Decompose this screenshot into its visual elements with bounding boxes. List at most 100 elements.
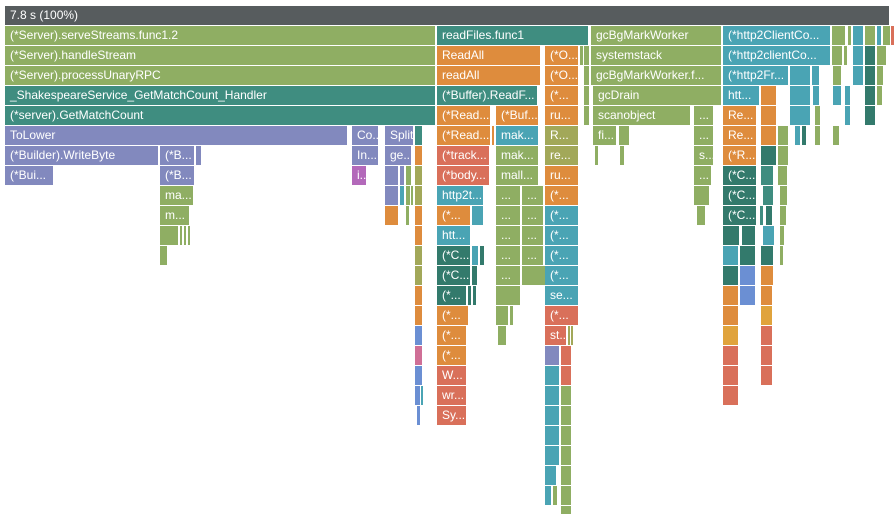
flame-frame[interactable]: ReadAll: [437, 45, 540, 65]
flame-frame[interactable]: [415, 285, 422, 305]
flame-frame[interactable]: (*Server).serveStreams.func1.2: [5, 25, 435, 45]
flame-frame[interactable]: re...: [545, 145, 578, 165]
flame-frame[interactable]: Re...: [723, 125, 756, 145]
flame-frame[interactable]: [761, 145, 776, 165]
flame-frame[interactable]: [723, 305, 738, 325]
flame-frame[interactable]: [584, 65, 589, 85]
flame-frame[interactable]: Re...: [723, 105, 756, 125]
flame-frame[interactable]: [877, 25, 881, 45]
flame-frame[interactable]: [411, 185, 413, 205]
flame-frame[interactable]: [406, 185, 410, 205]
flame-frame[interactable]: [545, 405, 559, 425]
flame-frame[interactable]: ...: [496, 185, 520, 205]
flame-frame[interactable]: [723, 285, 738, 305]
flame-frame[interactable]: [790, 105, 810, 125]
flame-frame[interactable]: Co...: [352, 125, 378, 145]
flame-frame[interactable]: [496, 285, 520, 305]
flame-frame[interactable]: [832, 25, 845, 45]
flame-frame[interactable]: (*...: [545, 305, 578, 325]
flame-frame[interactable]: [584, 85, 589, 105]
flame-frame[interactable]: (*...: [545, 225, 578, 245]
flame-frame[interactable]: [723, 265, 738, 285]
flame-frame[interactable]: [761, 165, 773, 185]
flame-frame[interactable]: [545, 345, 559, 365]
flame-frame[interactable]: [763, 225, 774, 245]
flame-frame[interactable]: [415, 205, 422, 225]
flame-frame[interactable]: [473, 285, 476, 305]
flame-frame[interactable]: [584, 45, 589, 65]
flame-frame[interactable]: [813, 85, 819, 105]
flame-frame[interactable]: [480, 245, 484, 265]
flame-frame[interactable]: [417, 405, 420, 425]
flame-frame[interactable]: ru...: [545, 105, 578, 125]
flame-frame[interactable]: [778, 165, 787, 185]
flame-frame[interactable]: [561, 465, 571, 485]
flame-frame[interactable]: [561, 385, 571, 405]
flame-frame[interactable]: [496, 305, 508, 325]
flame-frame[interactable]: [595, 145, 598, 165]
flame-frame[interactable]: [545, 365, 559, 385]
flame-frame[interactable]: ma...: [160, 185, 193, 205]
flame-frame[interactable]: htt...: [437, 225, 470, 245]
flame-frame[interactable]: [415, 305, 422, 325]
flame-frame[interactable]: [406, 165, 411, 185]
flame-frame[interactable]: [385, 205, 398, 225]
flame-frame[interactable]: [400, 165, 404, 185]
flame-frame[interactable]: (*C...: [723, 205, 756, 225]
flame-frame[interactable]: ge...: [385, 145, 411, 165]
flame-frame[interactable]: [406, 205, 409, 225]
flame-frame[interactable]: [545, 425, 559, 445]
flame-frame[interactable]: scanobject: [593, 105, 690, 125]
flame-frame[interactable]: [877, 85, 882, 105]
flame-frame[interactable]: ToLower: [5, 125, 347, 145]
flame-frame[interactable]: R...: [545, 125, 578, 145]
flame-frame[interactable]: gcDrain: [593, 85, 721, 105]
flame-frame[interactable]: se...: [545, 285, 578, 305]
flame-frame[interactable]: [468, 285, 471, 305]
flame-frame[interactable]: (*server).GetMatchCount: [5, 105, 435, 125]
flame-frame[interactable]: [761, 325, 772, 345]
flame-frame[interactable]: [865, 25, 875, 45]
flame-frame[interactable]: [472, 245, 478, 265]
flame-frame[interactable]: [160, 245, 167, 265]
flame-frame[interactable]: (*...: [437, 305, 468, 325]
flame-frame[interactable]: [877, 45, 886, 65]
flame-frame[interactable]: [761, 85, 776, 105]
flame-frame[interactable]: (*C...: [723, 185, 756, 205]
flame-frame[interactable]: ...: [496, 205, 520, 225]
flame-frame[interactable]: gcBgMarkWorker: [591, 25, 721, 45]
flame-frame[interactable]: http2t...: [437, 185, 483, 205]
flame-frame[interactable]: m...: [160, 205, 189, 225]
flame-frame[interactable]: [742, 225, 755, 245]
flame-frame[interactable]: [802, 125, 806, 145]
flame-frame[interactable]: [472, 205, 483, 225]
flame-frame[interactable]: ...: [522, 225, 543, 245]
flame-frame[interactable]: [790, 65, 810, 85]
flame-frame[interactable]: _ShakespeareService_GetMatchCount_Handle…: [5, 85, 435, 105]
flame-frame[interactable]: (*...: [437, 205, 470, 225]
flame-frame[interactable]: [385, 165, 398, 185]
flame-frame[interactable]: [780, 245, 783, 265]
flame-frame[interactable]: ...: [522, 205, 543, 225]
flame-frame[interactable]: ...: [496, 245, 520, 265]
flame-frame[interactable]: mall...: [496, 165, 538, 185]
flame-frame[interactable]: (*http2Fr...: [723, 65, 788, 85]
flame-frame[interactable]: [877, 65, 883, 85]
flame-frame[interactable]: Split: [385, 125, 413, 145]
flame-frame[interactable]: (*C...: [437, 245, 470, 265]
flame-frame[interactable]: [723, 365, 738, 385]
flame-frame[interactable]: [833, 85, 841, 105]
flame-frame[interactable]: [415, 265, 422, 285]
flame-frame[interactable]: [415, 145, 422, 165]
flame-frame[interactable]: [723, 325, 738, 345]
flame-frame[interactable]: [844, 45, 847, 65]
flame-frame[interactable]: [580, 45, 583, 65]
flame-frame[interactable]: ...: [522, 245, 543, 265]
flame-frame[interactable]: [415, 125, 422, 145]
flame-frame[interactable]: (*Server).processUnaryRPC: [5, 65, 435, 85]
flame-frame[interactable]: (*C...: [437, 265, 470, 285]
flame-frame[interactable]: [561, 425, 571, 445]
flame-frame[interactable]: (*C...: [723, 165, 756, 185]
flame-frame[interactable]: [740, 265, 755, 285]
flame-frame[interactable]: [415, 345, 422, 365]
